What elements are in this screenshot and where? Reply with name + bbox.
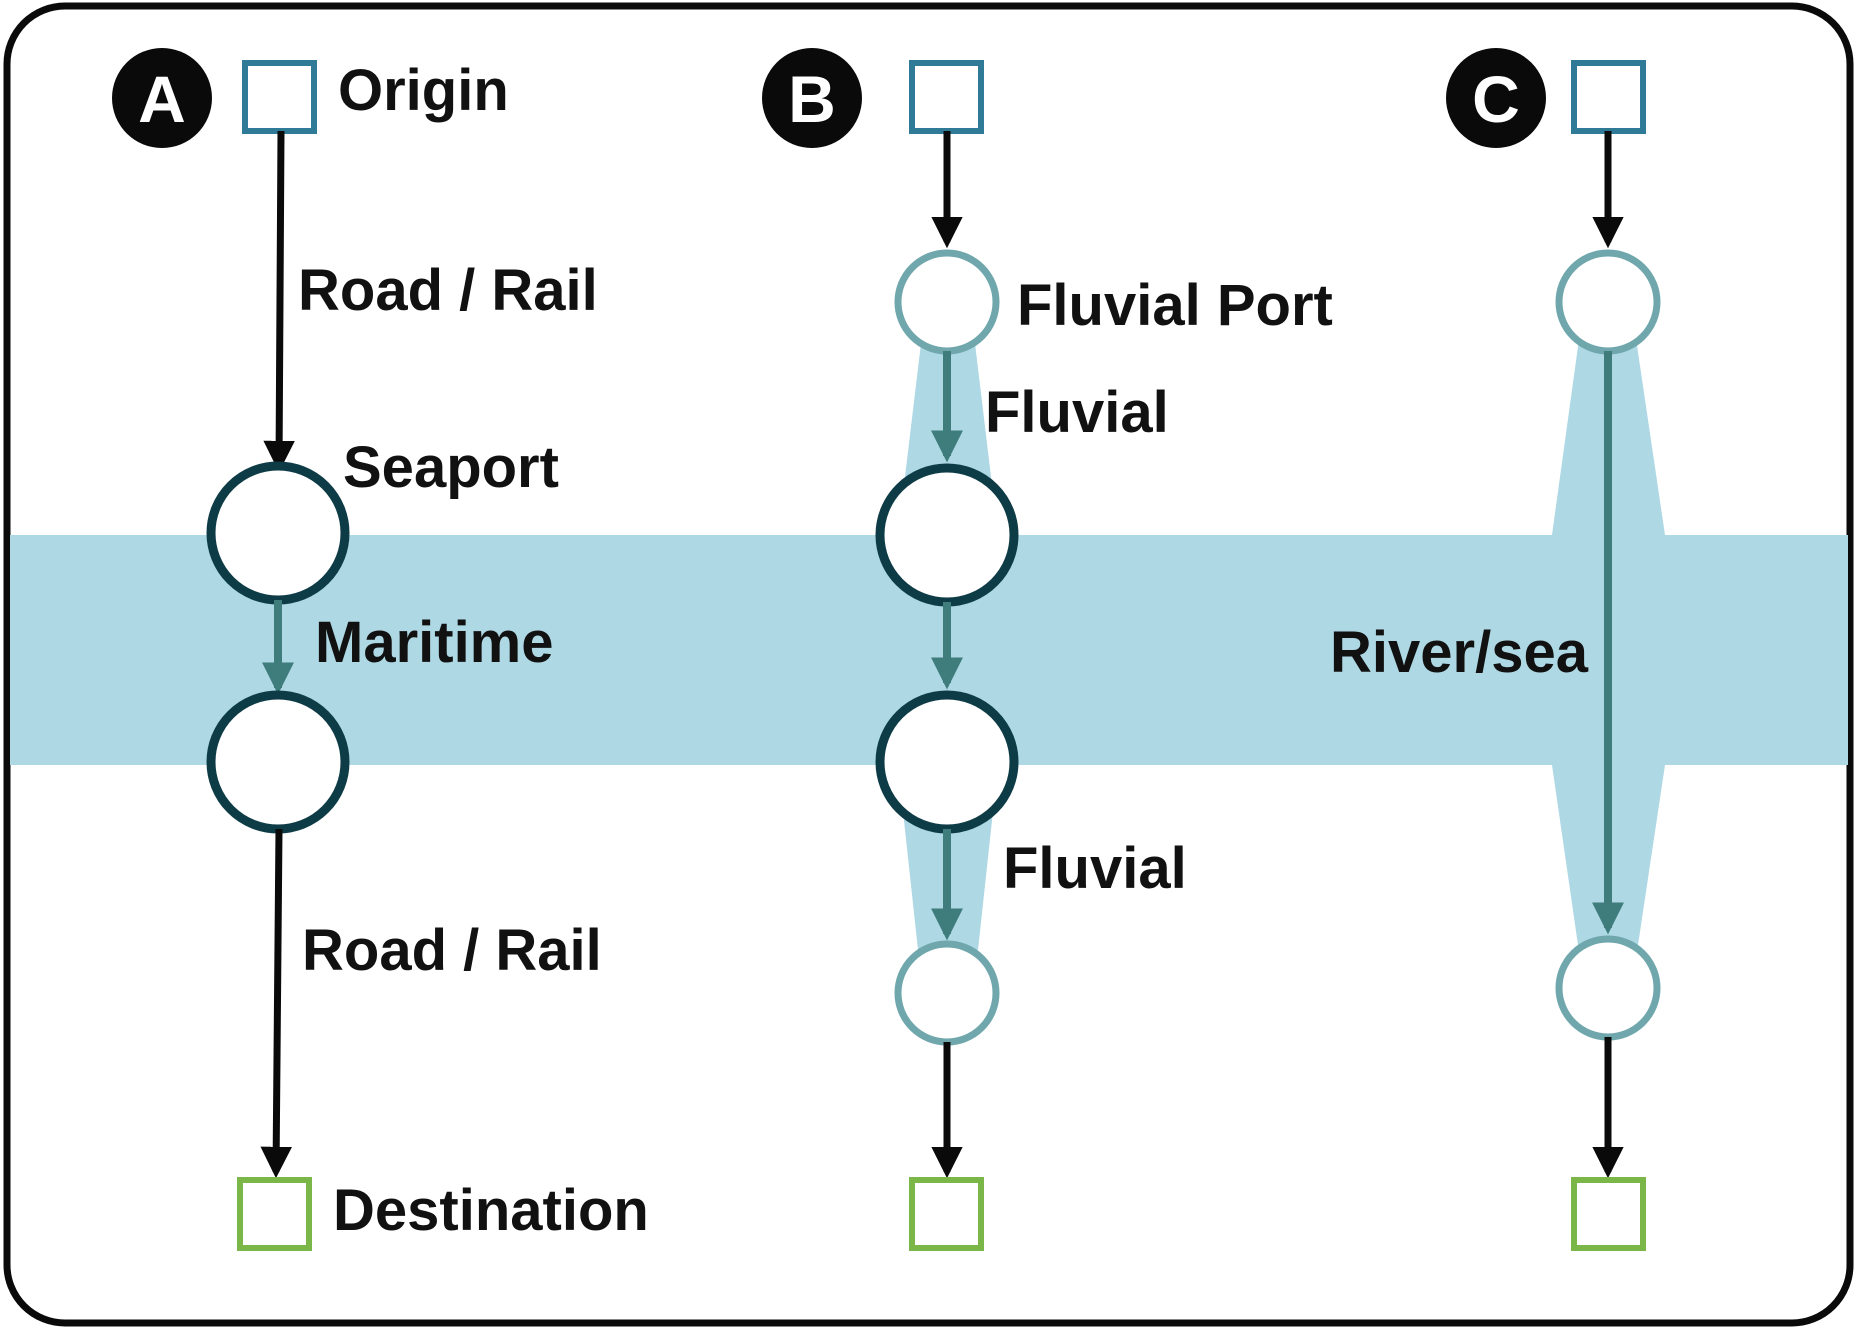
fluvial-label-top: Fluvial — [985, 380, 1169, 445]
seaport-circle-icon — [875, 463, 1019, 607]
seaport-label: Seaport — [343, 435, 559, 500]
road-rail-arrow-1 — [263, 130, 295, 473]
destination-square-icon — [909, 1177, 984, 1251]
badge-c-letter: C — [1472, 62, 1520, 136]
seaport-circle-icon — [875, 690, 1019, 834]
badge-a-letter: A — [138, 62, 186, 136]
river-sea-label: River/sea — [1330, 620, 1589, 685]
seaport-circle-icon — [206, 461, 350, 605]
fluvial-port-label: Fluvial Port — [1017, 273, 1333, 338]
seaport-circle-icon — [206, 690, 350, 834]
maritime-label: Maritime — [315, 610, 554, 675]
fluvial-port-circle-icon — [894, 940, 1000, 1046]
panel-a: A Origin Road / Rail Seaport Maritime Ro… — [112, 48, 649, 1251]
origin-square-icon — [1571, 60, 1646, 134]
badge-a — [112, 48, 212, 148]
origin-square-icon — [909, 60, 984, 134]
badge-b-letter: B — [788, 62, 836, 136]
fluvial-label-bottom: Fluvial — [1003, 836, 1187, 901]
destination-label: Destination — [333, 1178, 649, 1243]
fluvial-port-circle-icon — [1555, 935, 1661, 1041]
road-rail-arrow-2 — [260, 828, 292, 1179]
road-rail-label-2: Road / Rail — [302, 918, 602, 983]
origin-square-icon — [242, 60, 317, 134]
fluvial-port-circle-icon — [894, 249, 1000, 355]
panel-b: B Fluvial Port Fluvial Fluvial — [762, 48, 1333, 1251]
destination-square-icon — [237, 1177, 312, 1251]
badge-c — [1446, 48, 1546, 148]
badge-b — [762, 48, 862, 148]
fluvial-port-circle-icon — [1555, 249, 1661, 355]
origin-label: Origin — [338, 58, 509, 123]
destination-square-icon — [1571, 1177, 1646, 1251]
road-rail-label-1: Road / Rail — [298, 258, 598, 323]
panel-c: C River/sea — [1330, 48, 1661, 1251]
